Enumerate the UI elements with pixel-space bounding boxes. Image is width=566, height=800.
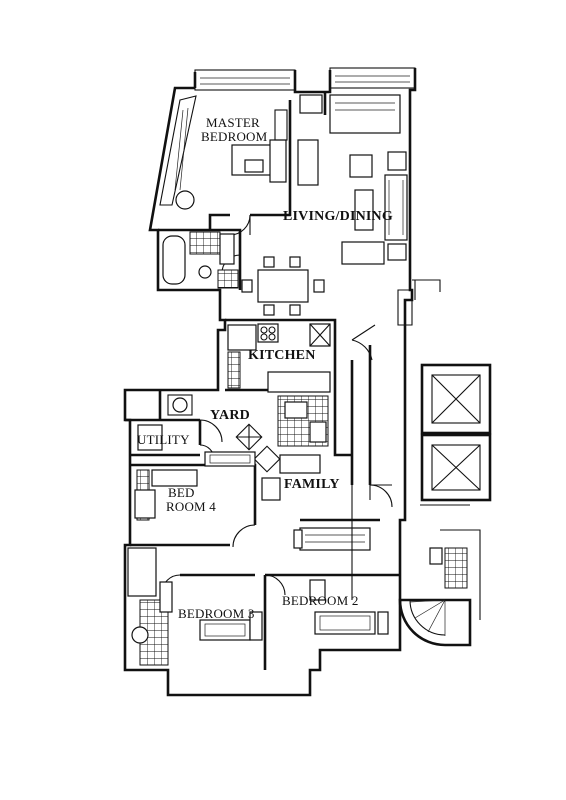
- living-dining-label: LIVING/DINING: [283, 209, 393, 224]
- living-dining-furniture: [241, 94, 408, 316]
- lift-shafts: [420, 363, 492, 620]
- interior-walls: [125, 92, 400, 670]
- bedroom4-furniture: [134, 451, 256, 521]
- bedroom4-label-line2: ROOM 4: [166, 499, 216, 514]
- family-label: FAMILY: [284, 477, 340, 492]
- spiral-stair: [398, 547, 472, 647]
- master-bath: [162, 231, 239, 289]
- room-labels: MASTER BEDROOM LIVING/DINING KITCHEN YAR…: [137, 115, 393, 621]
- kitchen-label: KITCHEN: [248, 348, 316, 363]
- master-bedroom-label-line1: MASTER: [206, 115, 260, 130]
- bedroom2-label: BEDROOM 2: [282, 593, 359, 608]
- kitchen-fixtures: [227, 323, 331, 447]
- family-furniture: [261, 454, 371, 551]
- bedroom3-label: BEDROOM 3: [178, 606, 255, 621]
- yard-utility-fixtures: [137, 394, 281, 473]
- master-bedroom-label-line2: BEDROOM: [201, 129, 268, 144]
- outer-walls: [123, 67, 441, 697]
- master-bedroom-furniture: [159, 95, 288, 210]
- corridor-lines: [351, 255, 416, 600]
- bedroom2-furniture: [309, 579, 389, 635]
- yard-label: YARD: [210, 408, 250, 423]
- utility-label: UTILITY: [137, 432, 190, 447]
- bedroom4-label-line1: BED: [168, 485, 195, 500]
- bedroom3-furniture: [127, 547, 263, 666]
